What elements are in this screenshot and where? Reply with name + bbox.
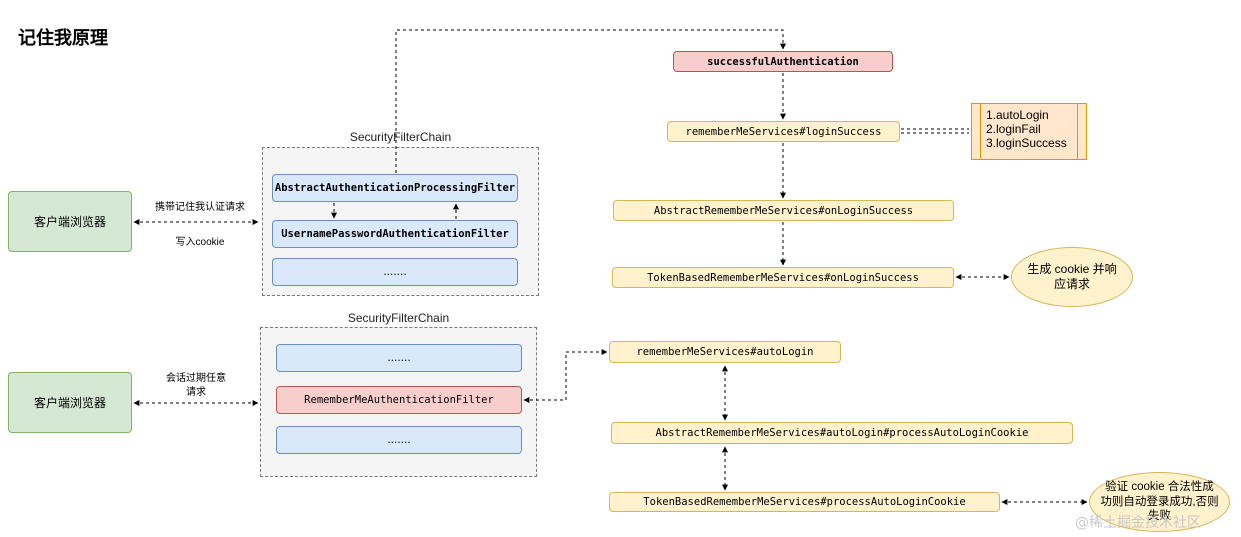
diagram-title: 记住我原理 xyxy=(18,28,108,49)
session-expired-edge-label: 会话过期任意请求 xyxy=(164,372,228,400)
abstract-auth-processing-filter: AbstractAuthenticationProcessingFilter xyxy=(272,174,518,202)
generate-cookie-result: 生成 cookie 并响应请求 xyxy=(1011,247,1133,307)
watermark: @稀土掘金技术社区 xyxy=(1075,515,1201,531)
method-auto-login: 1.autoLogin xyxy=(986,108,1049,122)
abstract-on-login-success-node: AbstractRememberMeServices#onLoginSucces… xyxy=(613,200,954,221)
login-success-node: rememberMeServices#loginSuccess xyxy=(667,121,900,142)
filter-chain-label-top: SecurityFilterChain xyxy=(349,130,452,144)
filter-chain-label-bottom: SecurityFilterChain xyxy=(347,311,450,325)
filter-placeholder-bottom-2: ....... xyxy=(276,426,522,454)
client-browser-bottom: 客户端浏览器 xyxy=(8,372,132,433)
username-password-auth-filter: UsernamePasswordAuthenticationFilter xyxy=(272,220,518,248)
token-process-cookie-node: TokenBasedRememberMeServices#processAuto… xyxy=(609,492,1000,512)
client-browser-top: 客户端浏览器 xyxy=(8,191,132,252)
filter-to-auto-login-edge xyxy=(523,349,608,403)
verify-cookie-result: 验证 cookie 合法性成功则自动登录成功,否则失败 xyxy=(1089,472,1230,532)
filter-to-success-edge xyxy=(395,29,786,173)
successful-authentication-node: successfulAuthentication xyxy=(673,51,893,72)
auto-login-node: rememberMeServices#autoLogin xyxy=(609,341,841,363)
response-edge-label: 写入cookie xyxy=(150,236,250,250)
remember-me-auth-filter: RememberMeAuthenticationFilter xyxy=(276,386,522,414)
method-login-success: 3.loginSuccess xyxy=(986,136,1067,150)
method-login-fail: 2.loginFail xyxy=(986,122,1041,136)
remember-me-services-methods: 1.autoLogin 2.loginFail 3.loginSuccess xyxy=(971,103,1087,160)
token-on-login-success-node: TokenBasedRememberMeServices#onLoginSucc… xyxy=(612,267,954,288)
request-edge-label: 携带记住我认证请求 xyxy=(150,201,250,215)
filter-placeholder-bottom-1: ....... xyxy=(276,344,522,372)
filter-placeholder-top: ....... xyxy=(272,258,518,286)
abstract-auto-login-node: AbstractRememberMeServices#autoLogin#pro… xyxy=(611,422,1073,444)
